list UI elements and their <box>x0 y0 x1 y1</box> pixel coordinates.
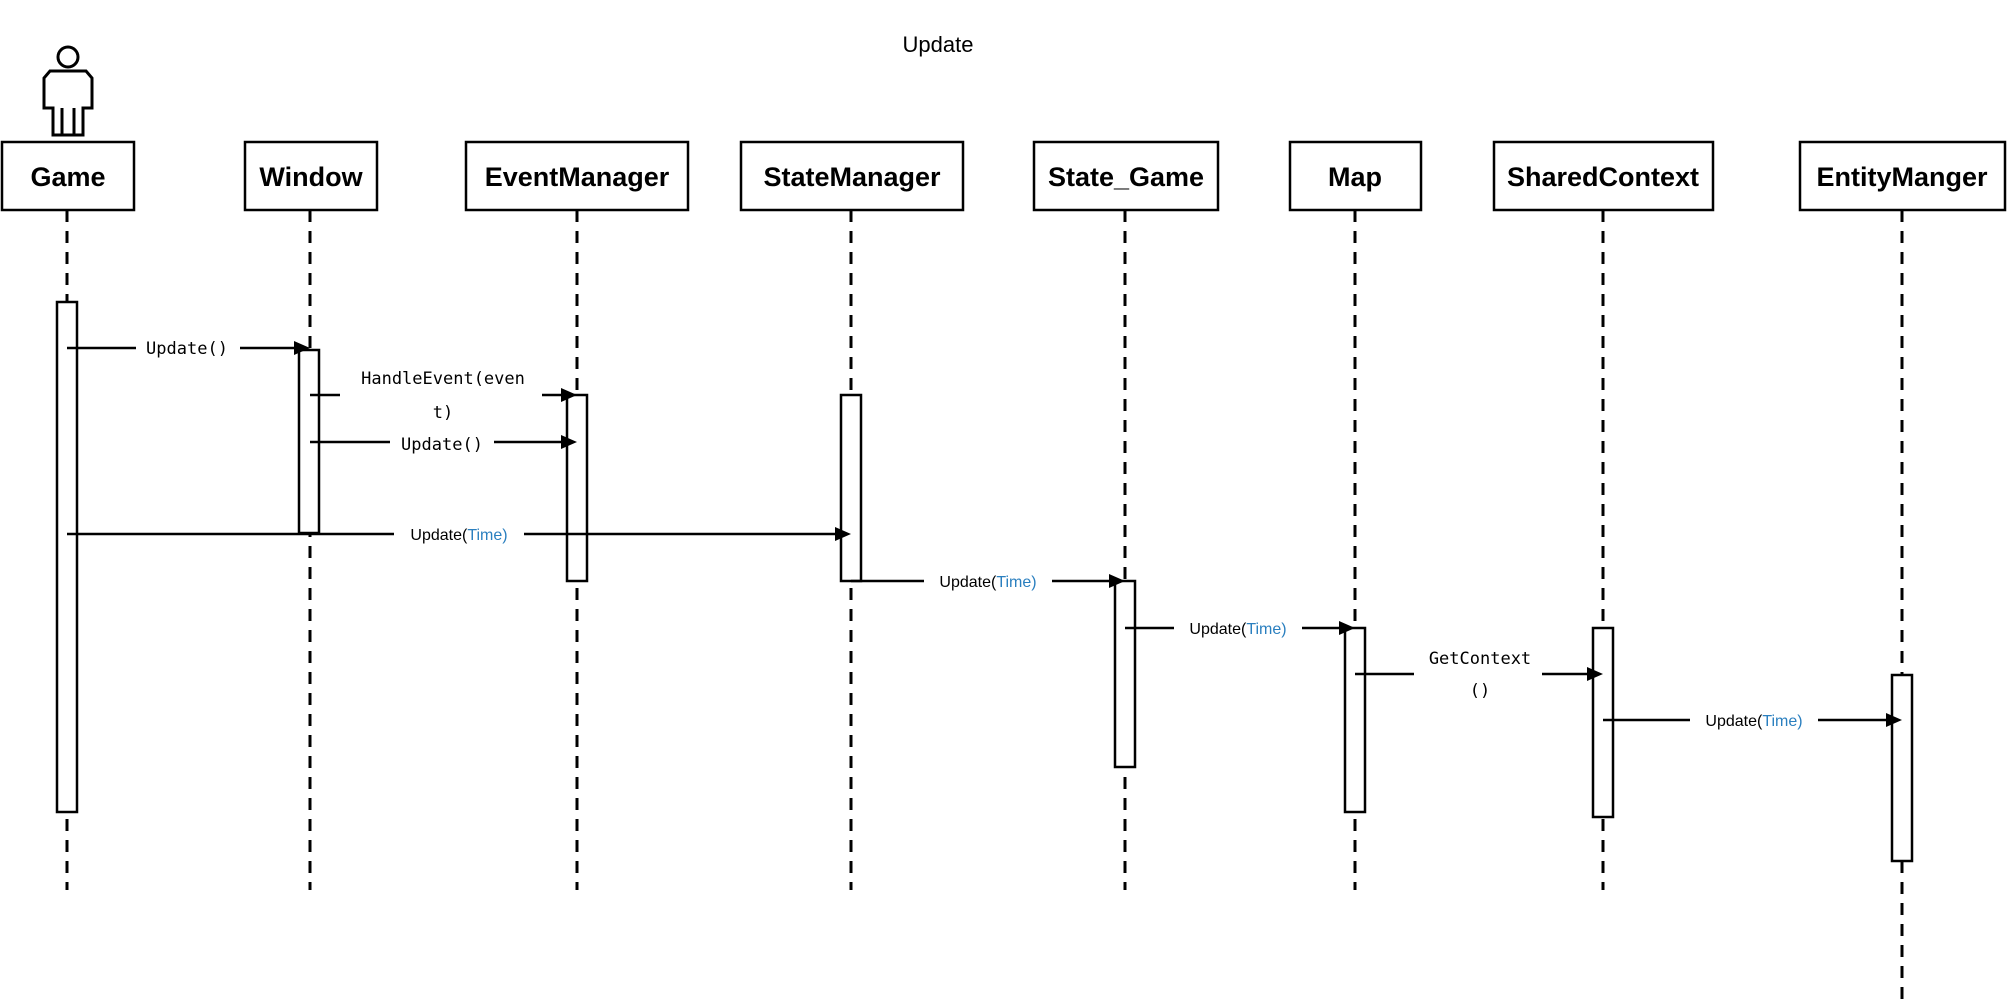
diagram-title: Update <box>903 32 974 57</box>
activation-entitymanger <box>1890 673 1914 863</box>
message-sharedcontext-entitymanger-update: Update(Time) <box>1603 707 1902 733</box>
activation-game <box>55 300 79 814</box>
activation-statemanager <box>839 393 863 583</box>
message-window-eventmanager-update: Update() <box>310 430 577 456</box>
participant-map-label: Map <box>1328 162 1382 192</box>
message-7-label: GetContext <box>1429 649 1531 669</box>
activation-state-game <box>1113 579 1137 769</box>
message-7-label-cont: () <box>1470 681 1490 701</box>
message-2-label: HandleEvent(even <box>361 369 525 389</box>
activation-map <box>1343 626 1367 814</box>
stick-figure-icon <box>42 45 94 137</box>
participant-entitymanger-label: EntityManger <box>1816 162 1988 192</box>
participant-game: Game <box>0 140 136 212</box>
participant-sharedcontext: SharedContext <box>1492 140 1715 212</box>
message-8-label: Update(Time) <box>1705 713 1802 730</box>
participant-statemanager-label: StateManager <box>763 162 941 192</box>
participant-map: Map <box>1288 140 1423 212</box>
participant-entitymanger: EntityManger <box>1798 140 2007 212</box>
message-game-statemanager-update: Update(Time) <box>67 521 851 547</box>
participant-eventmanager-label: EventManager <box>485 162 670 192</box>
message-map-sharedcontext-getcontext: GetContext () <box>1355 648 1603 706</box>
message-2-label-cont: t) <box>433 403 453 423</box>
activation-sharedcontext <box>1591 626 1615 819</box>
message-4-label: Update(Time) <box>410 527 507 544</box>
message-3-label: Update() <box>401 435 483 455</box>
participant-eventmanager: EventManager <box>464 140 690 212</box>
participant-statemanager: StateManager <box>739 140 965 212</box>
message-stategame-map-update: Update(Time) <box>1125 615 1355 641</box>
message-statemanager-stategame-update: Update(Time) <box>851 568 1125 594</box>
message-5-label: Update(Time) <box>939 574 1036 591</box>
activation-eventmanager <box>565 393 589 583</box>
message-6-label: Update(Time) <box>1189 621 1286 638</box>
message-window-eventmanager-handleevent: HandleEvent(even t) <box>310 366 577 426</box>
message-game-window-update: Update() <box>67 334 310 360</box>
participant-game-label: Game <box>30 162 105 192</box>
participant-state-game-label: State_Game <box>1048 162 1204 192</box>
message-1-label: Update() <box>146 339 228 359</box>
participant-sharedcontext-label: SharedContext <box>1507 162 1699 192</box>
participant-state-game: State_Game <box>1032 140 1220 212</box>
participant-window-label: Window <box>259 162 363 192</box>
participant-window: Window <box>243 140 379 212</box>
